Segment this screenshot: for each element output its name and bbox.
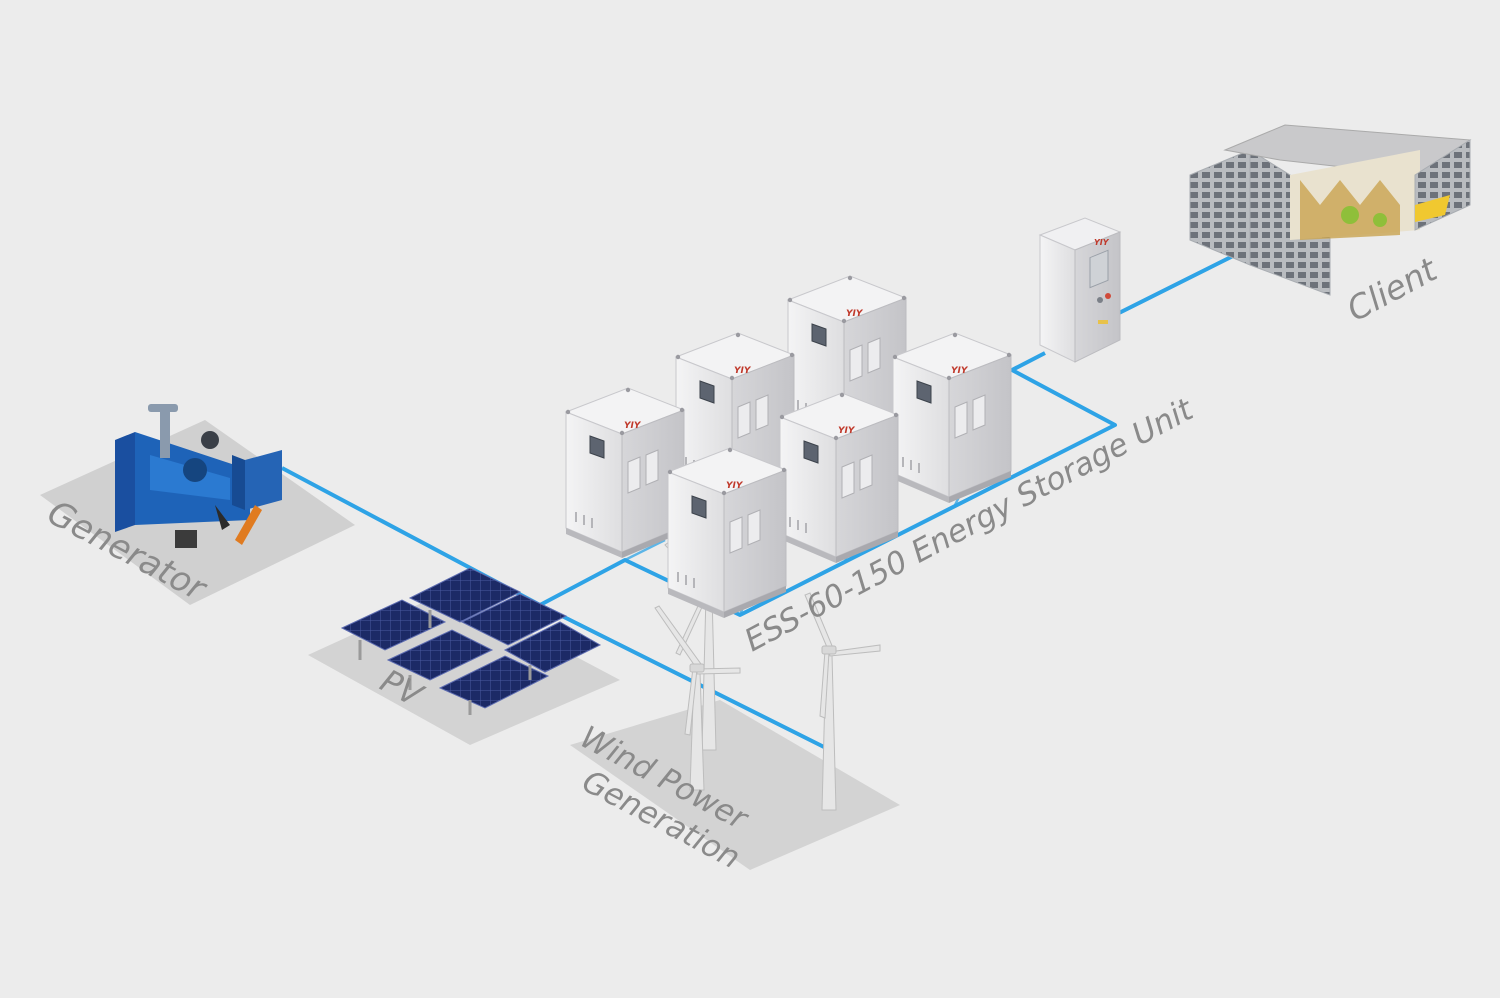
generator-icon [115,404,282,548]
energy-storage-cabinet-icon: YIY [891,332,1013,503]
solar-panel-icon [340,567,602,715]
energy-storage-cabinet-icon: YIY [666,447,788,618]
cabinet-brand-label: YIY [624,421,642,431]
cabinet-brand-label: YIY [726,481,744,491]
energy-storage-cabinet-icon: YIY [778,392,900,563]
switch-cabinet-brand: YIY [1094,238,1110,247]
energy-storage-units: YIY YIY YIY YIY YIY YIY [564,275,1013,618]
building-icon [1189,124,1472,296]
ess-to-client-line [1114,253,1236,317]
client-label: Client [1340,249,1444,329]
junction-to-ess-bus [539,351,1117,617]
cabinet-brand-label: YIY [846,309,864,319]
cabinet-brand-label: YIY [838,426,856,436]
cabinet-brand-label: YIY [734,366,752,376]
energy-storage-cabinet-icon: YIY [564,387,686,558]
wind-platform [570,700,900,870]
switch-cabinet-icon: YIY [1038,217,1122,363]
cabinet-brand-label: YIY [951,366,969,376]
